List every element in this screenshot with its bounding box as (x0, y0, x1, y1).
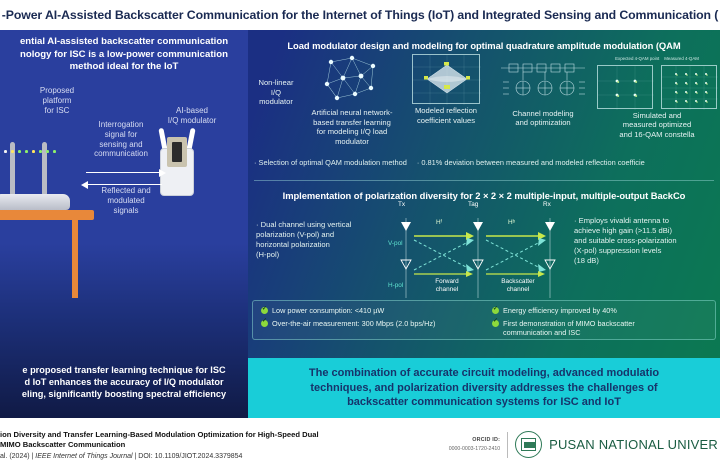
citation-line: al. (2024) | IEEE Internet of Things Jou… (0, 453, 449, 460)
pipeline-label-channel: Channel modeling and optimization (512, 108, 574, 128)
citation-journal: IEEE Internet of Things Journal (35, 452, 133, 460)
check-icon (261, 317, 268, 327)
highlight-item: Low power consumption: <410 µW (261, 305, 480, 316)
citation-doi: | DOI: 10.1109/JIOT.2024.3379854 (132, 452, 243, 460)
left-panel-footer-text: e proposed transfer learning technique f… (21, 365, 227, 399)
mimo-label-backscatter-channel: Backscatter channel (501, 278, 535, 293)
legend-measured-qam: Measured 4-QAM (664, 56, 699, 61)
mimo-row: · Dual channel using vertical polarizati… (248, 201, 720, 302)
mimo-label-rx: Rx (543, 201, 551, 208)
section-mimo-polarization: Implementation of polarization diversity… (248, 182, 720, 340)
university-seal-icon (515, 431, 543, 458)
pipeline-label-nonlinear: Non-linear I/Q modulator (258, 78, 294, 106)
highlight-text: Over-the-air measurement: 300 Mbps (2.0 … (272, 318, 436, 328)
pipeline-label-constellation: Simulated and measured optimized and 16-… (619, 110, 695, 139)
mimo-label-h-backscatter: Hᵇ (508, 219, 516, 226)
pipeline-step-reflection: Modeled reflection coefficient values (400, 54, 492, 125)
orcid-block: ORCID ID: 0000-0003-1720-2410 (449, 436, 500, 454)
section-divider (254, 180, 714, 181)
highlight-text: Energy efficiency improved by 40% (503, 306, 617, 315)
section2-title: Implementation of polarization diversity… (282, 190, 686, 201)
pipeline-step-nonlinear: Non-linear I/Q modulator (248, 54, 304, 107)
mimo-label-forward-channel: Forward channel (435, 278, 459, 293)
right-content: Load modulator design and modeling for o… (248, 30, 720, 418)
pipeline-step-constellation: Expected 4-QAM point Measured 4-QAM (594, 54, 720, 139)
label-interrogation-signal: Interrogation signal for sensing and com… (94, 120, 148, 159)
page-title-bar: -Power AI-Assisted Backscatter Communica… (0, 0, 720, 30)
mimo-label-h-pol: H-pol (388, 282, 404, 289)
left-panel: ential AI-assisted backscatter communica… (0, 30, 248, 418)
mimo-left-bullet: · Dual channel using vertical polarizati… (256, 220, 352, 259)
section1-bullet-1: · 0.81% deviation between measured and m… (416, 158, 645, 167)
footer: ion Diversity and Transfer Learning-Base… (0, 418, 720, 471)
highlight-item: Over-the-air measurement: 300 Mbps (2.0 … (261, 317, 480, 329)
orcid-label: ORCID ID: (472, 436, 501, 443)
highlight-text: Low power consumption: <410 µW (272, 306, 385, 315)
label-ai-modulator: AI-based I/Q modulator (167, 106, 217, 125)
check-icon (492, 305, 499, 314)
isc-platform-illustration: Proposed platform for ISC AI-based I/Q m… (0, 82, 248, 298)
modeling-pipeline: Non-linear I/Q modulator (248, 54, 720, 154)
highlight-item: Energy efficiency improved by 40% (492, 305, 711, 316)
pipeline-label-ann: Artificial neural network- based transfe… (311, 108, 393, 146)
section1-title: Load modulator design and modeling for o… (287, 40, 681, 51)
check-icon (261, 305, 268, 314)
mimo-label-v-pol: V-pol (388, 240, 403, 247)
check-icon (492, 317, 499, 327)
highlights-left-column: Low power consumption: <410 µW Over-the-… (253, 301, 484, 339)
mimo-channel-diagram: Tx Tag Rx Hᶠ Hᵇ V-pol H-pol Forward chan… (388, 201, 568, 302)
mimo-right-bullet: · Employs vivaldi antenna to achieve hig… (574, 216, 677, 265)
page-title: -Power AI-Assisted Backscatter Communica… (1, 8, 719, 22)
label-reflected-signal: Reflected and modulated signals (101, 186, 151, 215)
university-name: PUSAN NATIONAL UNIVER (549, 437, 718, 452)
conclusion-banner: The combination of accurate circuit mode… (248, 358, 720, 418)
mimo-label-tx: Tx (398, 201, 406, 208)
constellation-legend: Expected 4-QAM point Measured 4-QAM (594, 54, 720, 64)
section1-bullets: · Selection of optimal QAM modulation me… (248, 158, 720, 167)
reflection-surface-plot-icon (412, 54, 481, 105)
left-panel-headline: ential AI-assisted backscatter communica… (19, 36, 229, 73)
pipeline-step-ann: Artificial neural network- based transfe… (304, 54, 400, 146)
pipeline-step-channel: Channel modeling and optimization (492, 54, 594, 128)
label-proposed-platform: Proposed platform for ISC (39, 86, 75, 115)
signal-waveform-icon (24, 304, 224, 344)
highlights-box: Low power consumption: <410 µW Over-the-… (252, 300, 716, 340)
neural-network-icon (321, 54, 383, 106)
highlight-text: First demonstration of MIMO backscatter … (503, 318, 635, 338)
mimo-label-h-forward: Hᶠ (436, 219, 443, 226)
paper-title: ion Diversity and Transfer Learning-Base… (0, 429, 319, 449)
mimo-label-tag: Tag (468, 201, 479, 208)
conclusion-text: The combination of accurate circuit mode… (308, 367, 660, 409)
pipeline-label-reflection: Modeled reflection coefficient values (414, 106, 478, 125)
section1-bullet-0: · Selection of optimal QAM modulation me… (254, 158, 407, 167)
citation-authors: al. (2024) | (0, 452, 36, 460)
highlights-right-column: Energy efficiency improved by 40% First … (484, 301, 715, 339)
legend-expected-qam: Expected 4-QAM point (615, 56, 660, 61)
constellation-plot-4qam-icon (596, 64, 654, 110)
highlight-item: First demonstration of MIMO backscatter … (492, 317, 711, 338)
section-load-modulator: Load modulator design and modeling for o… (248, 30, 720, 182)
orcid-number: 0000-0003-1720-2410 (448, 446, 501, 453)
footer-right: ORCID ID: 0000-0003-1720-2410 PUSAN NATI… (449, 431, 720, 458)
graphic-body: ential AI-assisted backscatter communica… (0, 30, 720, 418)
footer-divider (507, 431, 509, 458)
footer-left: ion Diversity and Transfer Learning-Base… (0, 430, 449, 460)
constellation-plot-16qam-icon (661, 64, 719, 110)
circuit-schematic-icon (497, 58, 589, 107)
